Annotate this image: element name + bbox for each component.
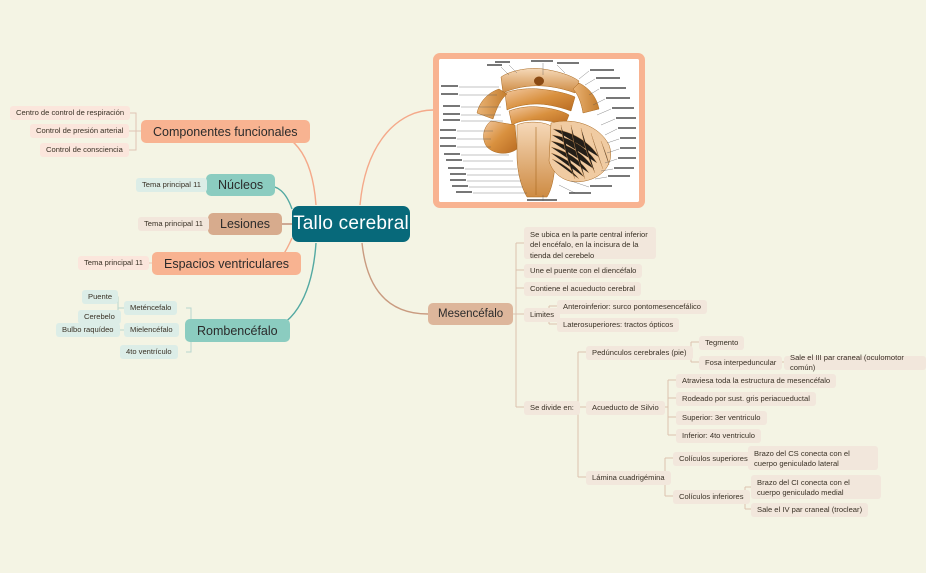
chip-label: Bulbo raquídeo	[62, 324, 114, 334]
chip-label: Limites	[530, 309, 555, 319]
node-lesiones-label: Lesiones	[220, 217, 271, 231]
chip-lamina-cuadrigemina[interactable]: Lámina cuadrigémina	[586, 471, 671, 485]
chip-4to-ventriculo-rombencefalo[interactable]: 4to ventrículo	[120, 345, 178, 359]
node-mesencefalo[interactable]: Mesencéfalo	[428, 303, 514, 325]
chip-fosa-interpeduncular[interactable]: Fosa interpeduncular	[699, 356, 783, 370]
chip-label: Contiene el acueducto cerebral	[530, 283, 636, 293]
node-mesencefalo-label: Mesencéfalo	[438, 308, 504, 320]
chip-mesencefalo-ubicacion[interactable]: Se ubica en la parte central inferior de…	[524, 227, 656, 260]
chip-label: Se ubica en la parte central inferior de…	[530, 230, 648, 260]
chip-label: Colículos superiores	[679, 453, 748, 463]
chip-une-puente-diencefalo[interactable]: Une el puente con el diencéfalo	[524, 264, 643, 278]
chip-lesiones-tema-principal[interactable]: Tema principal 11	[138, 217, 209, 231]
chip-limite-anteroinferior[interactable]: Anteroinferior: surco pontomesencefálico	[557, 300, 708, 314]
chip-label: Control de consciencia	[46, 144, 123, 154]
chip-label: Cerebelo	[84, 311, 115, 321]
chip-label: Tema principal 11	[142, 179, 201, 189]
chip-label: Laterosuperiores: tractos ópticos	[563, 319, 674, 329]
chip-limite-laterosuperiores[interactable]: Laterosuperiores: tractos ópticos	[557, 318, 680, 332]
chip-label: Tema principal 11	[144, 218, 203, 228]
chip-superior-3er-ventriculo[interactable]: Superior: 3er ventriculo	[676, 411, 767, 425]
chip-coliculos-superiores[interactable]: Colículos superiores	[673, 452, 754, 466]
chip-label: Lámina cuadrigémina	[592, 472, 665, 482]
chip-control-consciencia[interactable]: Control de consciencia	[40, 143, 129, 157]
chip-cerebelo[interactable]: Cerebelo	[78, 310, 121, 324]
chip-label: Rodeado por sust. gris periacueductal	[682, 393, 810, 403]
chip-label: Puente	[88, 291, 113, 301]
chip-control-presion-arterial[interactable]: Control de presión arterial	[30, 124, 130, 138]
chip-tegmento[interactable]: Tegmento	[699, 336, 745, 350]
chip-label: Une el puente con el diencéfalo	[530, 265, 637, 275]
chip-brazo-cs-geniculado-lateral[interactable]: Brazo del CS conecta con el cuerpo genic…	[748, 446, 878, 470]
chip-label: Meténcefalo	[130, 302, 172, 312]
node-nucleos-label: Núcleos	[218, 178, 264, 192]
node-rombencefalo[interactable]: Rombencéfalo	[185, 319, 290, 342]
chip-inferior-4to-ventriculo[interactable]: Inferior: 4to ventriculo	[676, 429, 762, 443]
chip-rodeado-sust-gris[interactable]: Rodeado por sust. gris periacueductal	[676, 392, 816, 406]
chip-puente[interactable]: Puente	[82, 290, 119, 304]
chip-label: Acueducto de Silvio	[592, 402, 659, 412]
chip-metencefalo[interactable]: Meténcefalo	[124, 301, 178, 315]
chip-label: Tegmento	[705, 337, 739, 347]
chip-acueducto-de-silvio[interactable]: Acueducto de Silvio	[586, 401, 665, 415]
chip-label: Control de presión arterial	[36, 125, 124, 135]
chip-sale-iii-par-craneal[interactable]: Sale el III par craneal (oculomotor comú…	[784, 353, 926, 372]
chip-label: Sale el III par craneal (oculomotor comú…	[790, 352, 904, 372]
chip-label: Mielencéfalo	[130, 324, 173, 334]
node-componentes-funcionales-label: Componentes funcionales	[153, 124, 298, 139]
node-rombencefalo-label: Rombencéfalo	[197, 323, 278, 338]
central-node-tallo-cerebral[interactable]: Tallo cerebral	[292, 206, 410, 242]
chip-label: Brazo del CI conecta con el cuerpo genic…	[757, 478, 850, 498]
chip-sale-iv-par-craneal[interactable]: Sale el IV par craneal (troclear)	[751, 503, 869, 517]
chip-label: Superior: 3er ventriculo	[682, 412, 761, 422]
chip-label: Centro de control de respiración	[16, 107, 125, 117]
chip-label: Fosa interpeduncular	[705, 357, 777, 367]
node-espacios-ventriculares-label: Espacios ventriculares	[164, 256, 290, 271]
brainstem-image	[439, 59, 639, 202]
chip-coliculos-inferiores[interactable]: Colículos inferiores	[673, 490, 750, 504]
node-componentes-funcionales[interactable]: Componentes funcionales	[141, 120, 310, 143]
chip-centro-control-respiracion[interactable]: Centro de control de respiración	[10, 106, 131, 120]
chip-label: 4to ventrículo	[126, 346, 172, 356]
central-node-label: Tallo cerebral	[293, 213, 409, 234]
brainstem-dorsal-view-illustration	[439, 59, 639, 202]
chip-label: Sale el IV par craneal (troclear)	[757, 504, 863, 514]
chip-label: Inferior: 4to ventriculo	[682, 430, 756, 440]
chip-contiene-acueducto-cerebral[interactable]: Contiene el acueducto cerebral	[524, 282, 642, 296]
chip-atraviesa-estructura[interactable]: Atraviesa toda la estructura de mesencéf…	[676, 374, 837, 388]
chip-limites[interactable]: Limites	[524, 308, 561, 322]
node-lesiones[interactable]: Lesiones	[208, 213, 283, 235]
chip-brazo-ci-geniculado-medial[interactable]: Brazo del CI conecta con el cuerpo genic…	[751, 475, 881, 499]
chip-label: Tema principal 11	[84, 257, 143, 267]
chip-espacios-tema-principal[interactable]: Tema principal 11	[78, 256, 149, 270]
chip-label: Anteroinferior: surco pontomesencefálico	[563, 301, 702, 311]
chip-bulbo-raquideo[interactable]: Bulbo raquídeo	[56, 323, 120, 337]
chip-label: Colículos inferiores	[679, 491, 744, 501]
chip-label: Se divide en:	[530, 402, 574, 412]
chip-mielencefalo[interactable]: Mielencéfalo	[124, 323, 179, 337]
brainstem-image-frame[interactable]	[433, 53, 645, 208]
chip-pedunculos-cerebrales[interactable]: Pedúnculos cerebrales (pie)	[586, 346, 693, 360]
chip-label: Atraviesa toda la estructura de mesencéf…	[682, 375, 831, 385]
node-nucleos[interactable]: Núcleos	[206, 174, 276, 196]
chip-label: Pedúnculos cerebrales (pie)	[592, 347, 687, 357]
node-espacios-ventriculares[interactable]: Espacios ventriculares	[152, 252, 302, 275]
chip-nucleos-tema-principal[interactable]: Tema principal 11	[136, 178, 207, 192]
chip-label: Brazo del CS conecta con el cuerpo genic…	[754, 449, 850, 469]
chip-se-divide-en[interactable]: Se divide en:	[524, 401, 580, 415]
